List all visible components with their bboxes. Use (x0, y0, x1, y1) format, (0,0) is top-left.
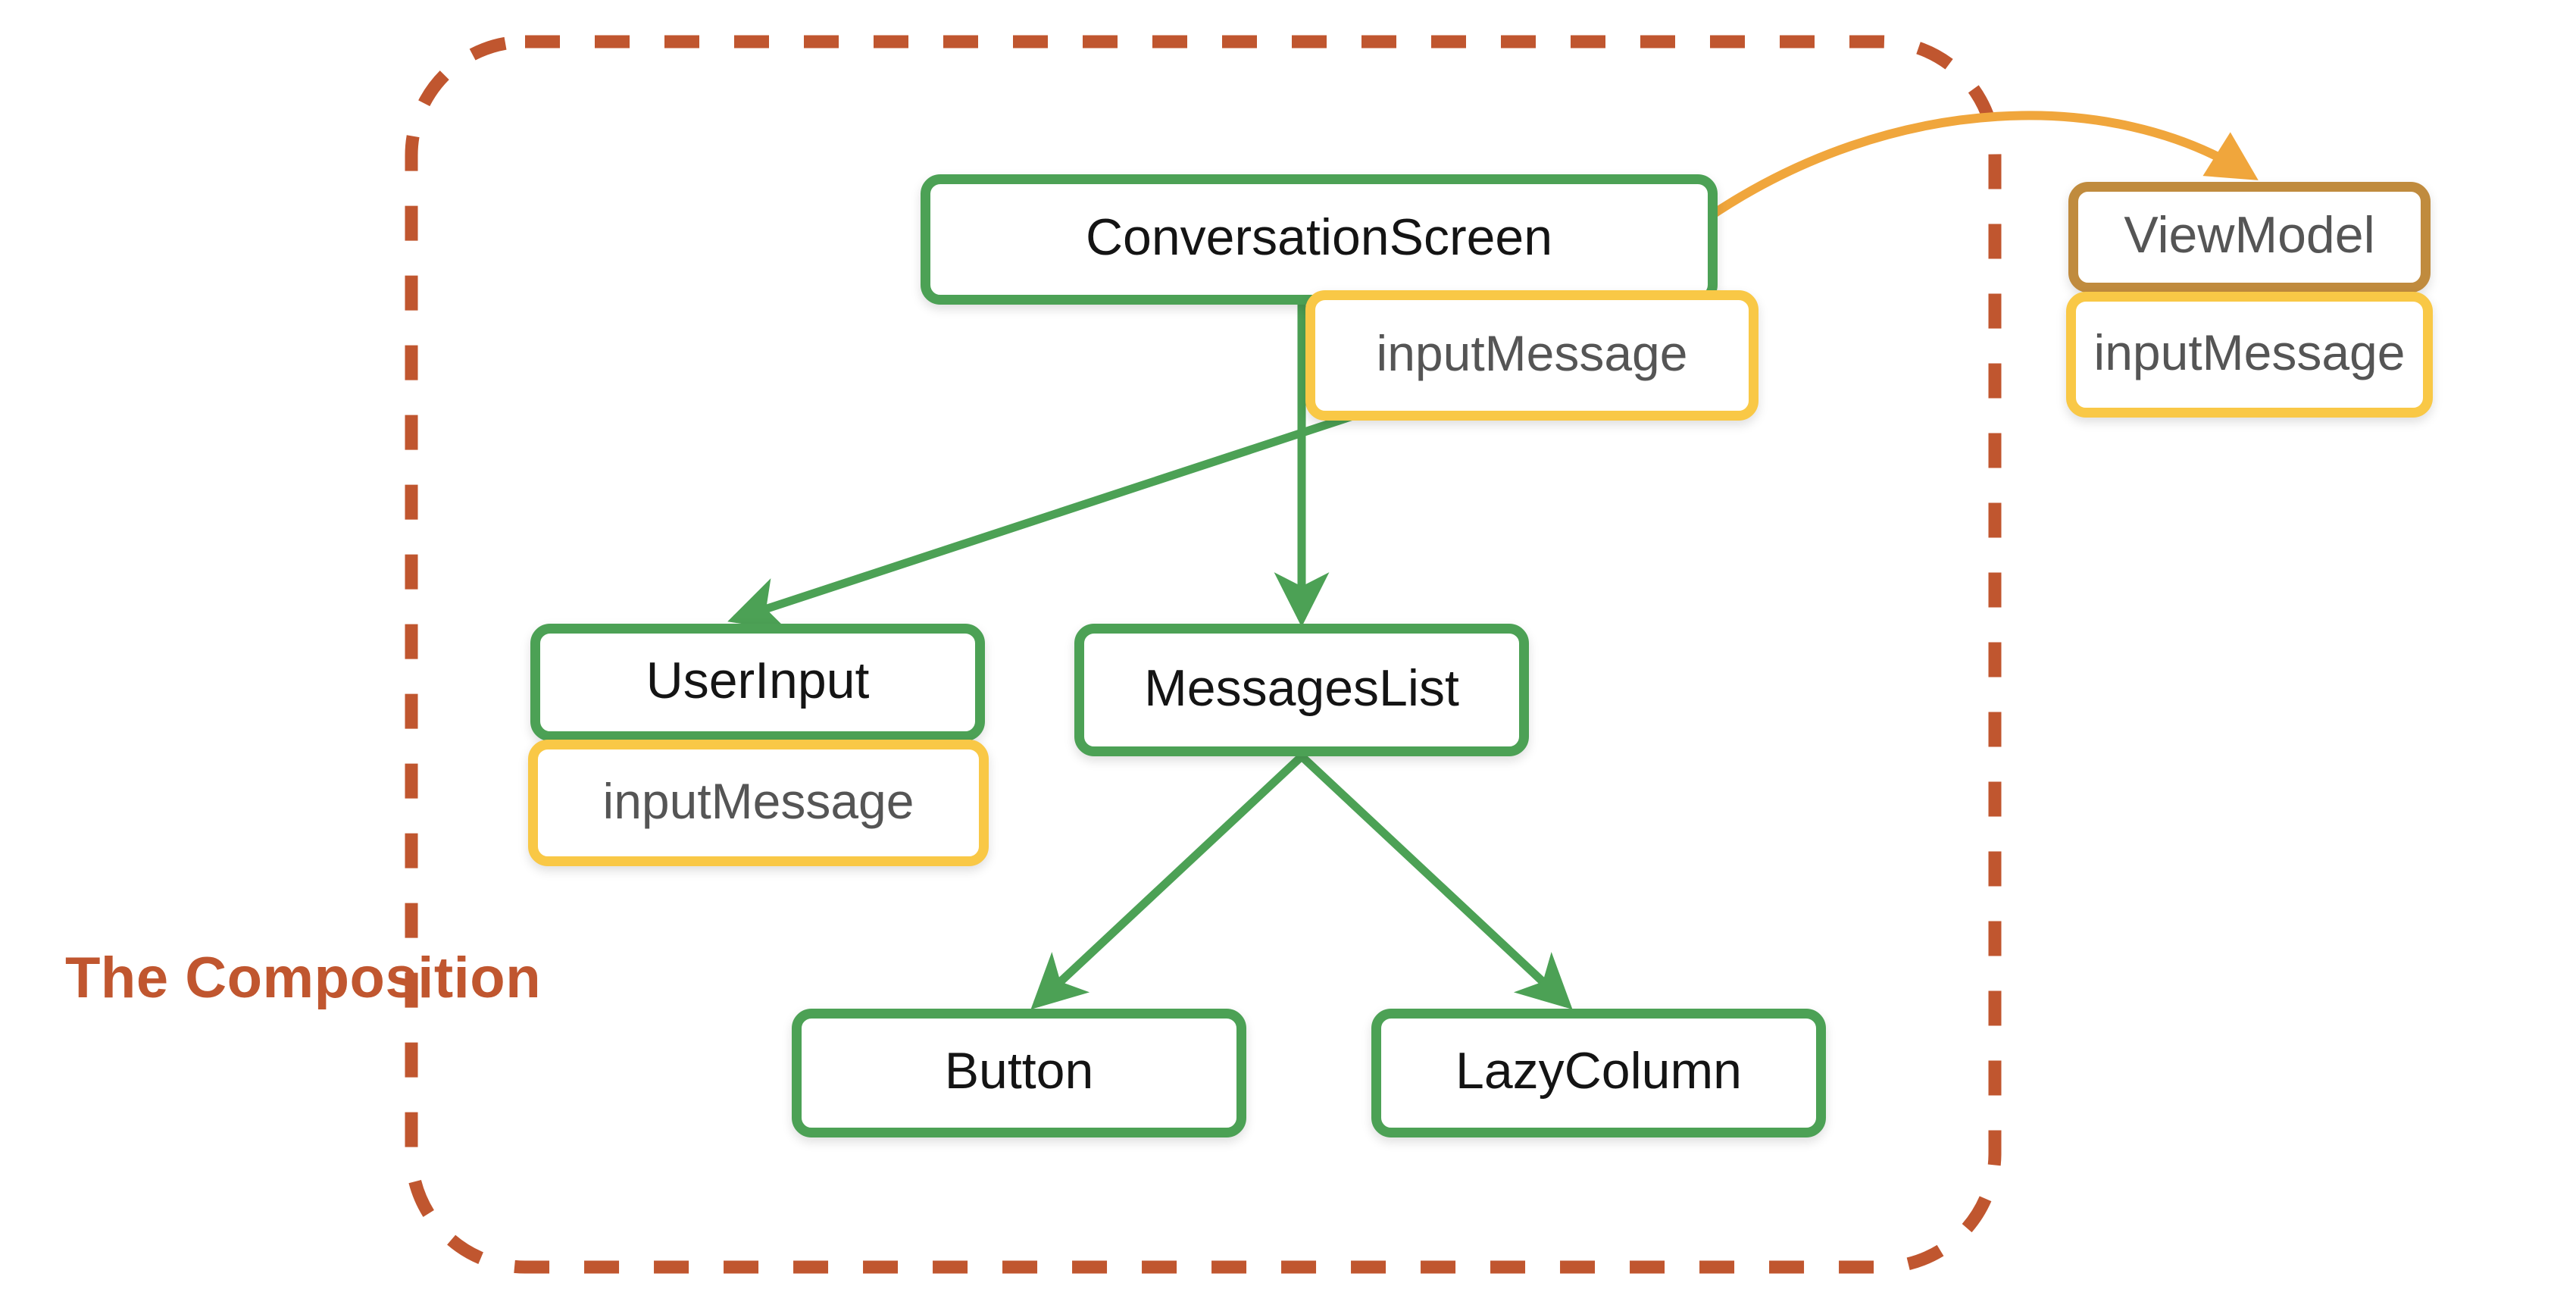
node-user-input-label: UserInput (646, 651, 870, 709)
edge-messages-list-to-button (1030, 753, 1305, 1010)
composition-boundary-label: The Composition (65, 946, 542, 1010)
node-conversation-screen-state-label: inputMessage (1376, 325, 1688, 381)
node-messages-list-label: MessagesList (1144, 659, 1459, 717)
node-conversation-screen-label: ConversationScreen (1085, 208, 1553, 266)
node-lazy-column[interactable]: LazyColumn (1371, 1009, 1826, 1137)
node-viewmodel-state-label: inputMessage (2093, 324, 2406, 380)
node-user-input-state[interactable]: inputMessage (528, 740, 989, 866)
node-conversation-screen-state[interactable]: inputMessage (1305, 290, 1758, 421)
node-user-input-state-label: inputMessage (602, 772, 914, 829)
node-messages-list[interactable]: MessagesList (1074, 624, 1529, 756)
node-lazy-column-label: LazyColumn (1455, 1042, 1742, 1100)
node-viewmodel-state[interactable]: inputMessage (2066, 292, 2433, 418)
edge-messages-list-to-lazy-column (1299, 753, 1573, 1010)
node-button[interactable]: Button (792, 1009, 1246, 1137)
node-button-label: Button (944, 1042, 1094, 1100)
node-viewmodel[interactable]: ViewModel (2068, 182, 2431, 293)
node-user-input[interactable]: UserInput (530, 624, 985, 741)
node-viewmodel-label: ViewModel (2124, 206, 2375, 264)
node-conversation-screen[interactable]: ConversationScreen (921, 174, 1718, 305)
